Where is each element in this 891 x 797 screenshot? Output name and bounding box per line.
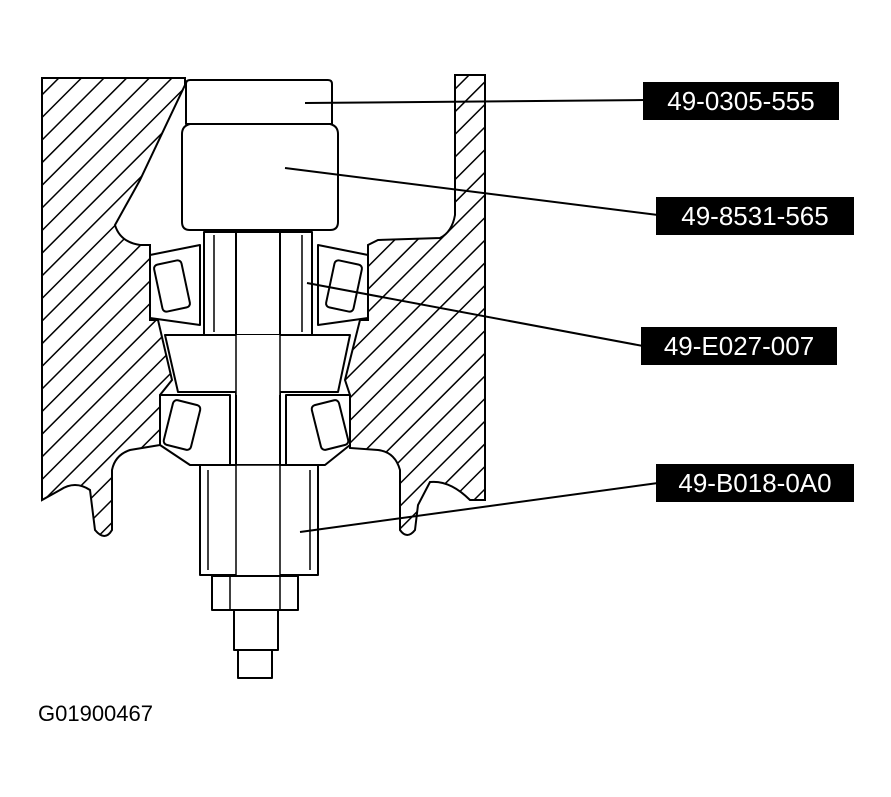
callout-49-8531-565: 49-8531-565 — [656, 197, 854, 235]
callout-label: 49-0305-555 — [667, 86, 814, 116]
callout-49-0305-555: 49-0305-555 — [643, 82, 839, 120]
nut — [211, 575, 299, 611]
callout-49-E027-007: 49-E027-007 — [641, 327, 837, 365]
callout-label: 49-8531-565 — [681, 201, 828, 231]
press-body — [181, 123, 339, 231]
bolt-shank — [233, 609, 279, 651]
upper-roller-left — [153, 259, 191, 313]
leader-line-3 — [306, 282, 644, 347]
callout-49-B018-0A0: 49-B018-0A0 — [656, 464, 854, 502]
figure-code: G01900467 — [38, 701, 153, 726]
lower-roller-right — [310, 399, 350, 451]
lower-roller-left — [162, 399, 202, 451]
leader-line-4 — [299, 482, 659, 533]
callout-label: 49-B018-0A0 — [678, 468, 831, 498]
housing-left — [41, 77, 186, 537]
upper-roller-right — [325, 259, 363, 313]
bolt-tip — [237, 649, 273, 679]
housing-right — [343, 74, 486, 536]
leader-line-1 — [304, 99, 646, 104]
leader-line-2 — [284, 167, 659, 216]
callout-label: 49-E027-007 — [664, 331, 814, 361]
